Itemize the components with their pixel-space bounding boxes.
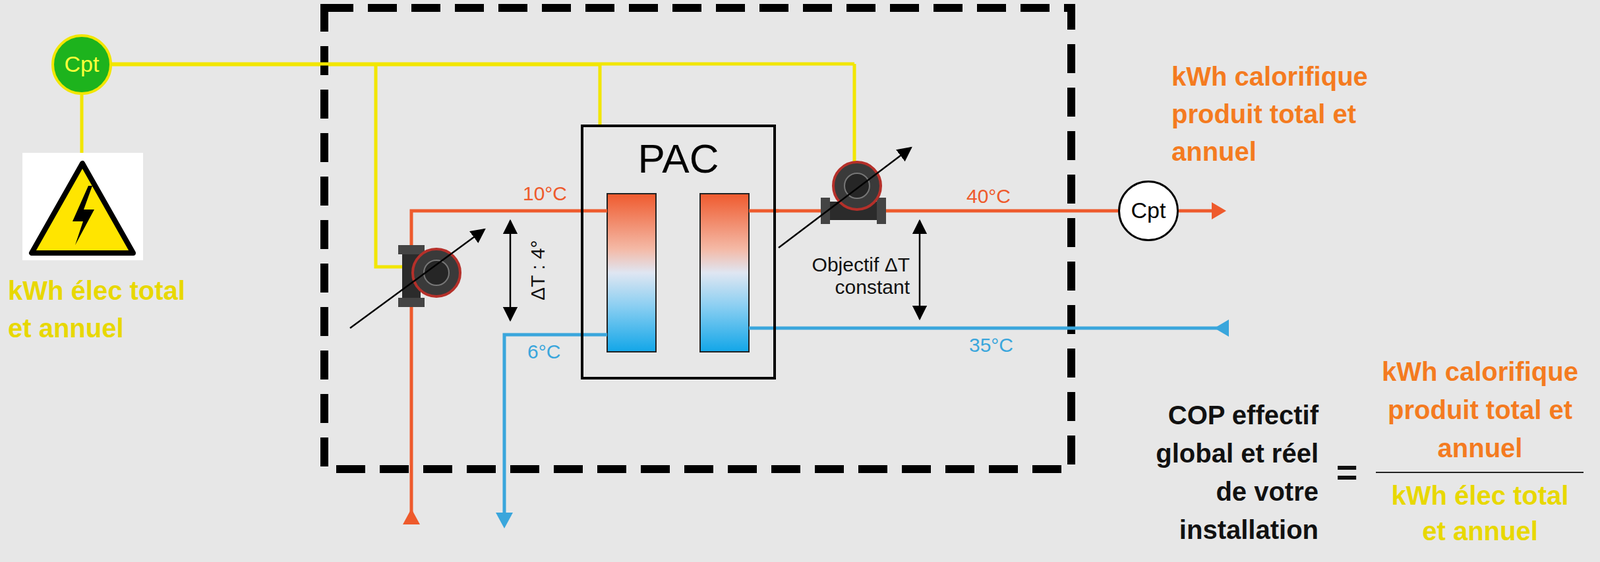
temperature-label: 35°C [969, 334, 1014, 358]
fraction-bar [1375, 472, 1584, 474]
meter-circle: Cpt [51, 34, 113, 95]
connector-group [112, 64, 1119, 211]
variable-speed-arrow [350, 229, 485, 329]
fraction-numerator: kWh calorifique produit total et annuel [1367, 352, 1593, 468]
pipe-arrow [495, 512, 513, 529]
heat-energy-label: kWh calorifique produit total et annuel [1171, 58, 1409, 171]
power-wire [80, 94, 84, 153]
electric-energy-label: kWh élec total et annuel [7, 272, 203, 348]
hot-pipe [411, 210, 608, 521]
delta-t-label: ΔT : 4° [526, 239, 550, 301]
power-wire [112, 64, 600, 125]
temperature-label: 10°C [522, 182, 567, 206]
fraction-denominator: kWh élec total et annuel [1383, 477, 1578, 550]
evaporator [607, 193, 656, 353]
temperature-label: 6°C [527, 340, 561, 364]
sign-background [22, 152, 144, 261]
pump-head [833, 162, 881, 210]
source-pipes [411, 210, 608, 521]
dimension-arrow [918, 220, 921, 320]
temperature-label: 40°C [966, 185, 1011, 209]
note-label: Objectif ΔT constant [777, 253, 910, 299]
pipe-arrow [1211, 202, 1227, 220]
pump-head [412, 249, 461, 297]
variable-speed-arrow [778, 147, 912, 248]
warning-triangle [31, 163, 134, 254]
node-text: Cpt [64, 51, 100, 78]
cold-pipe [748, 326, 1220, 331]
circulator-pump [820, 162, 887, 225]
pump-flange [876, 197, 887, 225]
power-wire [110, 62, 855, 66]
node-text: Cpt [1131, 197, 1167, 224]
pump-flange [398, 297, 425, 308]
lightning-bolt [72, 185, 95, 246]
pipe-arrow [402, 508, 420, 525]
power-wire [853, 63, 857, 165]
condenser [700, 193, 749, 353]
power-wire [375, 63, 415, 267]
heat-pump-box: PAC [580, 124, 776, 380]
hot-pipe [1178, 209, 1214, 213]
pump-flange [398, 245, 425, 255]
cold-pipe [504, 334, 608, 516]
equals-sign: = [1336, 451, 1359, 494]
electric-warning-sign [22, 152, 144, 261]
pipe-arrow [1214, 319, 1229, 337]
cop-label: COP effectif global et réel de votre ins… [1137, 396, 1319, 550]
meter-circle: Cpt [1118, 180, 1179, 242]
node-text: PAC [638, 135, 720, 182]
dimension-arrow [509, 220, 512, 321]
system-boundary [324, 7, 1072, 470]
